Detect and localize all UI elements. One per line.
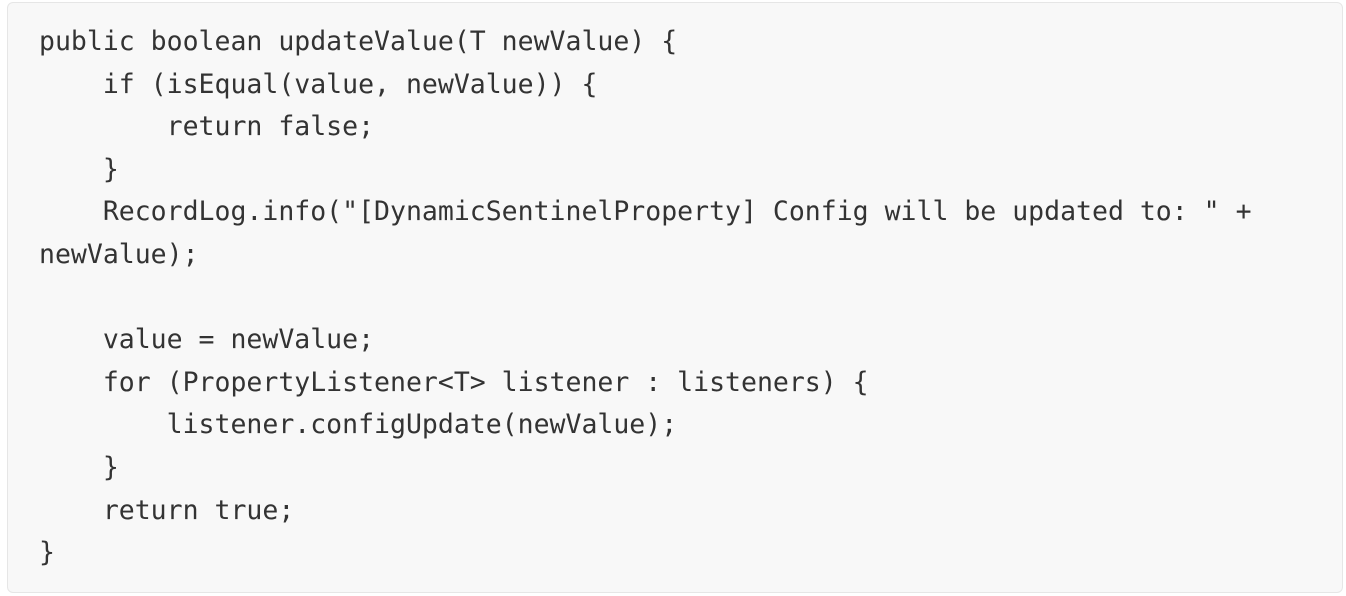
- code-line: }: [39, 153, 119, 185]
- code-line: }: [39, 451, 119, 483]
- code-block: public boolean updateValue(T newValue) {…: [7, 2, 1343, 593]
- code-line: [39, 277, 1252, 320]
- code-line: for (PropertyListener<T> listener : list…: [39, 366, 869, 398]
- code-line: if (isEqual(value, newValue)) {: [39, 68, 598, 100]
- code-line: newValue);: [39, 238, 199, 270]
- code-line: listener.configUpdate(newValue);: [39, 409, 678, 441]
- code-line: }: [39, 537, 55, 569]
- code-line: public boolean updateValue(T newValue) {: [39, 26, 678, 57]
- code-line: return false;: [39, 111, 375, 143]
- code-content: public boolean updateValue(T newValue) {…: [39, 21, 1252, 575]
- code-line: RecordLog.info("[DynamicSentinelProperty…: [39, 196, 1252, 228]
- code-line: return true;: [39, 494, 295, 526]
- code-line: value = newValue;: [39, 324, 375, 356]
